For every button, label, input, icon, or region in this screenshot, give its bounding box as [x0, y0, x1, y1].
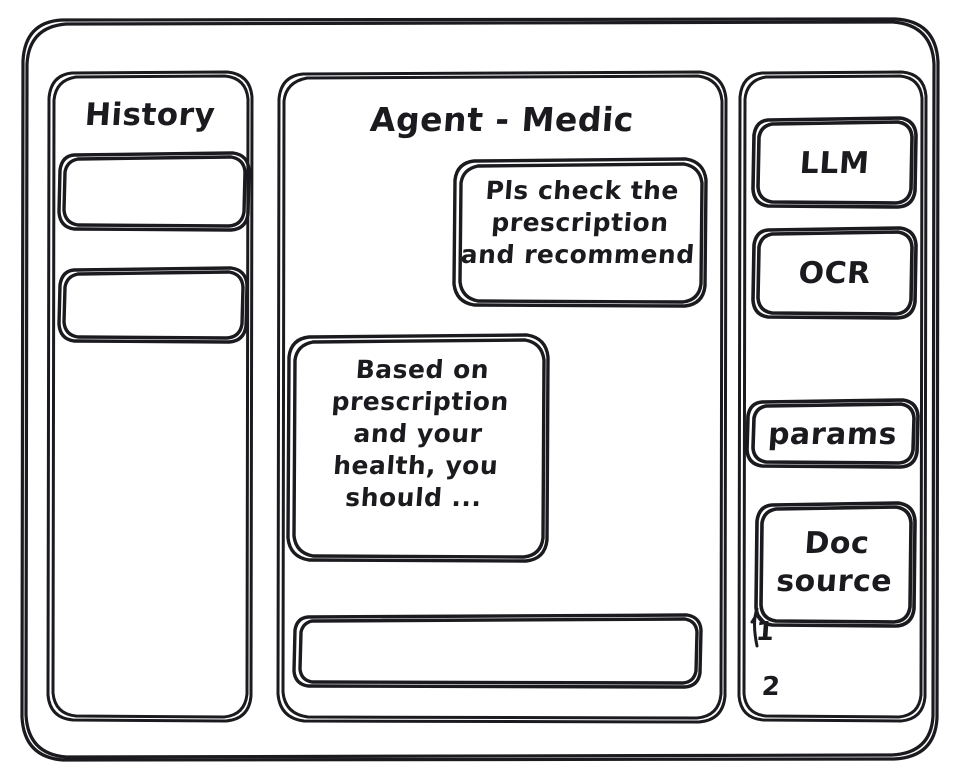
page-title: Agent - Medic: [368, 100, 636, 139]
assistant-message-text: Based on prescription and your health, y…: [330, 355, 510, 512]
composer-input[interactable]: [294, 615, 701, 687]
tool-card-ocr[interactable]: OCR: [753, 228, 916, 318]
tool-card-doc-source[interactable]: Doc source: [756, 503, 915, 626]
history-item-2[interactable]: [59, 268, 247, 342]
history-panel-title: History: [83, 97, 217, 133]
tool-card-ocr-label: OCR: [797, 256, 872, 291]
tool-card-llm-label: LLM: [798, 146, 871, 181]
user-message-text: Pls check the prescription and recommend: [459, 176, 696, 269]
tool-card-params-label: params: [766, 417, 899, 452]
user-message-bubble: Pls check the prescription and recommend: [454, 159, 706, 306]
doc-source-list-item-2[interactable]: 2: [754, 669, 788, 705]
tool-card-params[interactable]: params: [747, 400, 918, 467]
history-item-1[interactable]: [59, 153, 249, 230]
assistant-message-bubble: Based on prescription and your health, y…: [288, 335, 548, 561]
tool-card-llm[interactable]: LLM: [753, 118, 916, 207]
doc-source-list-item-1[interactable]: 1: [748, 614, 782, 650]
doc-source-list-item-1-label: 1: [754, 617, 776, 647]
doc-source-list-item-2-label: 2: [760, 672, 782, 702]
tool-card-doc-source-label: Doc source: [775, 526, 894, 600]
